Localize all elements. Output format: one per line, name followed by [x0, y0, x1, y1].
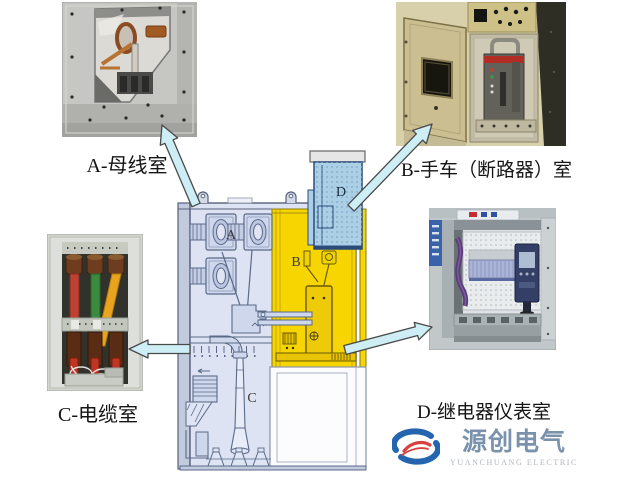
cabinet-shell	[177, 191, 357, 470]
label-compartment-b: B	[291, 255, 300, 270]
caption-breaker-compartment: B-手车（断路器）室	[400, 160, 572, 181]
arrow-to-relay-photo	[343, 321, 433, 356]
divider-hooks	[190, 336, 272, 357]
compartment-b-region	[271, 208, 367, 368]
caption-cable-compartment: C-电缆室	[58, 404, 138, 426]
logo-text-block: 源创电气 YUANCHUANG ELECTRIC	[450, 428, 578, 467]
logo-swoosh-icon	[392, 428, 440, 465]
cable-photo-illustration	[47, 234, 143, 391]
label-compartment-d: D	[336, 185, 346, 200]
logo-english-name: YUANCHUANG ELECTRIC	[450, 458, 578, 467]
top-control-panel	[467, 2, 537, 33]
cable-compartment-photo	[47, 234, 143, 391]
caption-busbar-compartment: A-母线室	[86, 155, 168, 177]
compartment-c-internals	[179, 351, 367, 471]
cable-heads	[65, 254, 125, 275]
label-compartment-a: A	[226, 228, 237, 243]
busbar-compartment-photo	[62, 2, 197, 137]
busbar-photo-illustration	[62, 2, 197, 137]
breaker-photo-illustration	[396, 2, 566, 146]
busbar-window	[94, 6, 171, 103]
compartment-interior	[469, 33, 539, 143]
lower-front-compartment	[269, 366, 367, 468]
caption-relay-compartment: D-继电器仪表室	[416, 402, 552, 423]
logo-chinese-name: 源创电气	[461, 428, 566, 456]
cable-cones	[206, 447, 271, 467]
compartment-letters: A B C D	[226, 185, 346, 406]
compartment-a-internals	[189, 213, 313, 359]
open-door	[403, 17, 467, 143]
relay-photo-illustration	[429, 208, 556, 350]
breaker-compartment-photo	[396, 2, 566, 146]
relay-compartment-photo	[429, 208, 556, 350]
label-compartment-c: C	[247, 391, 256, 406]
terminal-blocks	[468, 249, 518, 281]
company-logo: 源创电气 YUANCHUANG ELECTRIC	[392, 428, 578, 467]
protection-relay-meter	[514, 243, 540, 315]
compartment-d-box	[307, 150, 366, 250]
panel-screws	[70, 6, 186, 122]
bottom-rails	[453, 313, 542, 342]
